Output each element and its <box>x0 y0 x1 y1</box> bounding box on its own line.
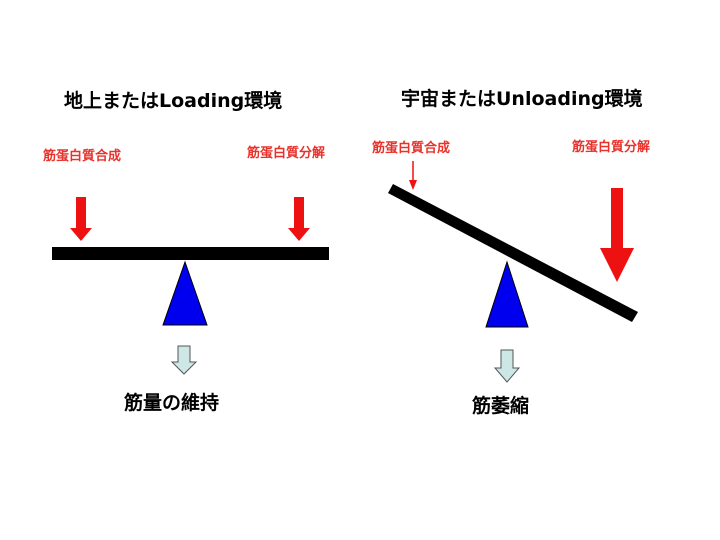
space-degradation-label: 筋蛋白質分解 <box>572 140 651 155</box>
space-title: 宇宙またはUnloading環境 <box>401 88 643 110</box>
space-fulcrum <box>485 260 529 328</box>
space-synthesis-arrow <box>409 180 417 190</box>
earth-down-arrow-icon <box>170 345 198 375</box>
earth-synthesis-arrow <box>70 197 92 241</box>
space-outcome: 筋萎縮 <box>472 395 530 417</box>
space-synthesis-label: 筋蛋白質合成 <box>372 141 451 156</box>
space-beam <box>388 184 638 322</box>
space-seesaw <box>388 161 638 383</box>
earth-fulcrum <box>162 260 208 326</box>
space-down-arrow-icon <box>493 349 521 383</box>
space-degradation-arrow <box>600 188 634 282</box>
earth-seesaw <box>52 197 329 375</box>
earth-beam <box>52 247 329 260</box>
earth-synthesis-label: 筋蛋白質合成 <box>43 149 122 164</box>
earth-degradation-arrow <box>288 197 310 241</box>
earth-outcome: 筋量の維持 <box>124 392 220 414</box>
earth-title: 地上またはLoading環境 <box>64 90 283 112</box>
earth-degradation-label: 筋蛋白質分解 <box>247 146 326 161</box>
